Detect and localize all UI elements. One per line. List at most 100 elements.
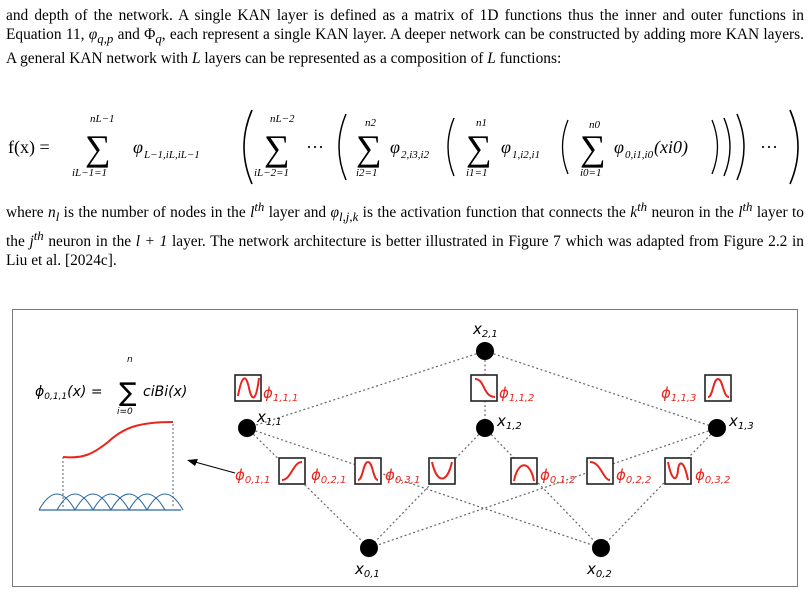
- activation-curve: [474, 378, 496, 398]
- eq-lhs: f(x) =: [8, 137, 50, 158]
- eq-upper: n1: [476, 117, 487, 129]
- activation-curve: [513, 464, 535, 482]
- eq-sum: ∑: [85, 128, 111, 168]
- activation-label: ϕ1,1,2: [499, 384, 534, 404]
- text-run: , each represent a single KAN layer. A d…: [6, 26, 804, 68]
- math-l-plus-one: l + 1: [135, 233, 168, 251]
- eq-lower: i1=1: [466, 167, 487, 179]
- text-run: and depth of the network. A single KAN l…: [6, 7, 804, 43]
- activation-curve: [237, 377, 260, 399]
- eq-sum: ∑: [580, 128, 606, 168]
- eq-paren-close: [736, 113, 745, 181]
- eq-paren-open: [243, 109, 253, 185]
- eq-lower: i2=1: [356, 167, 377, 179]
- activation-boxes-top: [234, 374, 732, 402]
- figure-kan-architecture: x2,1 x1,1 x1,2 x1,3 x0,1 x0,2 ϕ1,1,1 ϕ1,…: [12, 309, 798, 587]
- eq-sum: ∑: [356, 128, 382, 168]
- paragraph-explanation: where nl is the number of nodes in the l…: [6, 198, 804, 270]
- text-run: where: [6, 204, 48, 222]
- eq-paren-close: [723, 117, 731, 177]
- text-run: neuron in the: [43, 233, 136, 251]
- eq-paren-open: [447, 117, 455, 177]
- node-x01: [360, 539, 378, 557]
- paragraph-intro: and depth of the network. A single KAN l…: [6, 6, 804, 68]
- eq-sub: 2,i3,i2: [401, 149, 430, 161]
- basis-function: [56, 493, 94, 511]
- formula-rhs: ciBi(x): [143, 384, 187, 400]
- basis-function: [92, 493, 130, 511]
- text-run: layer. The network architecture is bette…: [6, 233, 804, 270]
- math-superscript: th: [637, 200, 648, 214]
- node-label: x0,1: [354, 560, 380, 580]
- basis-function: [146, 493, 184, 511]
- eq-paren-open: [561, 119, 569, 175]
- text-run: functions:: [495, 50, 562, 68]
- text-run: layer and: [264, 204, 331, 222]
- activation-curve: [589, 461, 611, 481]
- eq-cdots: ···: [306, 137, 324, 157]
- basis-function: [38, 493, 76, 511]
- math-l: l: [250, 204, 255, 222]
- arrow-line: [194, 461, 236, 474]
- eq-phi: φ: [614, 137, 624, 157]
- eq-lower: i0=1: [580, 167, 601, 179]
- eq-upper: n0: [589, 119, 601, 131]
- spline-curve: [62, 421, 174, 459]
- node-x02: [592, 539, 610, 557]
- formula-upper: n: [127, 355, 133, 365]
- eq-phi: φ: [133, 137, 143, 157]
- node-label: x1,3: [728, 412, 754, 432]
- eq-cdots: ···: [760, 137, 778, 157]
- activation-label: ϕ0,3,2: [695, 466, 730, 486]
- spline-inset: [38, 421, 184, 511]
- eq-phi: φ: [501, 137, 511, 157]
- figure-kan-diagram: x2,1 x1,1 x1,2 x1,3 x0,1 x0,2 ϕ1,1,1 ϕ1,…: [35, 320, 754, 580]
- node-x13: [708, 419, 726, 437]
- node-x21: [476, 342, 494, 360]
- basis-function: [128, 493, 166, 511]
- activation-label: ϕ0,2,2: [616, 466, 651, 486]
- activation-curve: [357, 460, 379, 481]
- formula-lower: i=0: [117, 407, 133, 417]
- node-label: x1,1: [256, 408, 282, 428]
- eq-sub: L−1,iL,iL−1: [143, 149, 200, 161]
- text-run: is the activation function that connects…: [358, 204, 631, 222]
- eq-lower: iL−2=1: [254, 167, 289, 179]
- activation-box: [510, 457, 538, 485]
- math-L: L: [191, 50, 201, 68]
- activation-box: [428, 457, 456, 485]
- math-k: k: [630, 204, 638, 222]
- network-nodes: [238, 342, 726, 557]
- text-run: and: [113, 26, 145, 43]
- eq-sub: 1,i2,i1: [512, 149, 540, 161]
- formula-sum: ∑: [119, 378, 137, 408]
- network-edges: [246, 350, 718, 549]
- basis-function: [110, 493, 148, 511]
- node-x12: [476, 419, 494, 437]
- activation-curve: [707, 377, 730, 398]
- eq-phi: φ: [390, 137, 400, 157]
- activation-curves-bottom: [281, 460, 689, 482]
- math-subscript: l,j,k: [339, 210, 359, 225]
- spline-formula: ϕ0,1,1(x) = n ∑ i=0 ciBi(x): [35, 355, 187, 417]
- math-phi: φ: [330, 204, 340, 222]
- text-run: layer to the: [6, 204, 804, 251]
- eq-paren-close: [711, 119, 719, 175]
- eq-upper: n2: [365, 117, 377, 129]
- formula-lhs: ϕ0,1,1(x) =: [35, 384, 103, 402]
- eq-sum: ∑: [264, 128, 290, 168]
- node-x11: [238, 419, 256, 437]
- arrow-head-icon: [187, 459, 198, 466]
- eq-arg: (xi0): [654, 137, 688, 158]
- eq-paren-open: [338, 113, 347, 181]
- eq-sub: 0,i1,i0: [625, 149, 654, 161]
- math-l: l: [738, 204, 743, 222]
- math-subscript: q,p: [97, 32, 114, 47]
- node-label: x1,2: [496, 412, 522, 432]
- activation-label: ϕ0,1,2: [540, 466, 575, 486]
- text-run: is the number of nodes in the: [59, 204, 251, 222]
- text-run: layers can be represented as a compositi…: [200, 50, 488, 68]
- text-run: neuron in the: [647, 204, 739, 222]
- math-j: j: [29, 233, 34, 251]
- math-superscript: th: [33, 229, 44, 244]
